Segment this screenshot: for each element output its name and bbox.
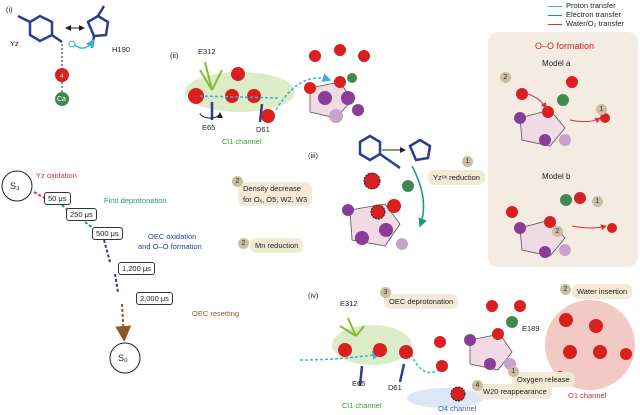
yz-label: Yz [10,39,19,48]
model-a-badge-2: 2 [500,72,511,83]
water-legend-label: Water/O₂ transfer [566,19,625,28]
s3-label: S₃ [10,181,20,191]
model-a-label: Model a [542,59,571,68]
panel-ii-label: (ii) [170,51,179,60]
density-line-1: Density decrease [243,184,301,193]
badge-oec: 3 [380,287,391,298]
model-a-badge-1: 1 [596,104,607,115]
e312-label-iv: E312 [340,299,358,308]
badge-o2: 1 [508,366,519,377]
badge-mn: 2 [238,238,249,249]
panel-ii-drawing [185,44,370,123]
electron-legend-label: Electron transfer [566,10,622,19]
step-2000: 2,000 μs [136,292,173,305]
o1-channel-label: O1 channel [568,391,607,400]
proton-legend-label: Proton transfer [566,1,616,10]
panel-i-label: (i) [6,5,13,14]
panel-iii-label: (iii) [308,151,318,160]
electron-legend-line [548,15,562,16]
model-b-badge-2: 2 [552,226,563,237]
e65-label-iv: E65 [352,379,366,388]
model-b-label: Model b [542,172,571,181]
panel-i-drawing [17,5,110,106]
panel-iii-drawing [342,134,432,250]
oo-formation-title: O–O formation [535,41,595,51]
d61-label-ii: D61 [256,125,270,134]
o4-channel-label: O4 channel [438,404,477,413]
oo-formation-label: and O–O formation [138,242,202,251]
cl1-channel-ii: Cl1 channel [222,137,262,146]
ca-label: Ca [57,96,66,103]
svg-text:4: 4 [60,74,64,80]
first-deprotonation-label: First deprotonation [104,196,167,205]
d61-label-iv: D61 [388,383,402,392]
h190-label: H190 [112,45,130,54]
badge-w20: 4 [472,380,483,391]
model-b-badge-1: 1 [592,196,603,207]
density-decrease-tag: Density decrease for Oₓ, O5, W2, W3 [238,182,313,206]
oec-deprotonation-tag: OEC deprotonation [384,294,459,309]
s0-label: S₀ [118,353,128,363]
step-250: 250 μs [66,208,97,221]
e189-label: E189 [522,324,540,333]
e312-label-ii: E312 [198,47,216,56]
step-500: 500 μs [92,227,123,240]
density-line-2: for Oₓ, O5, W2, W3 [243,195,308,204]
badge-yz: 1 [462,156,473,167]
yz-reduction-tag: Yzᵒˣ reduction [428,170,485,185]
badge-density: 2 [232,176,243,187]
model-a-drawing [514,76,610,147]
water-legend-line [548,24,562,25]
water-insertion-tag: Water insertion [572,284,633,299]
w20-reappearance-tag: W20 reappearance [478,384,552,399]
panel-iv-label: (iv) [308,291,319,300]
oxygen-release-tag: Oxygen release [512,372,575,387]
oec-resetting-label: OEC resetting [192,309,240,318]
proton-legend-line [548,6,562,7]
badge-water: 2 [560,284,571,295]
timeline-drawing [1,170,141,374]
oec-oxidation-label: OEC oxidation [148,232,197,241]
panel-iv-drawing [299,300,635,408]
e65-label-ii: E65 [202,123,216,132]
yz-oxidation-label: Yz oxidation [36,171,77,180]
step-1200: 1,200 μs [118,262,155,275]
mn-reduction-tag: Mn reduction [250,238,304,253]
cl1-channel-iv: Cl1 channel [342,401,382,410]
step-50: 50 μs [44,192,71,205]
